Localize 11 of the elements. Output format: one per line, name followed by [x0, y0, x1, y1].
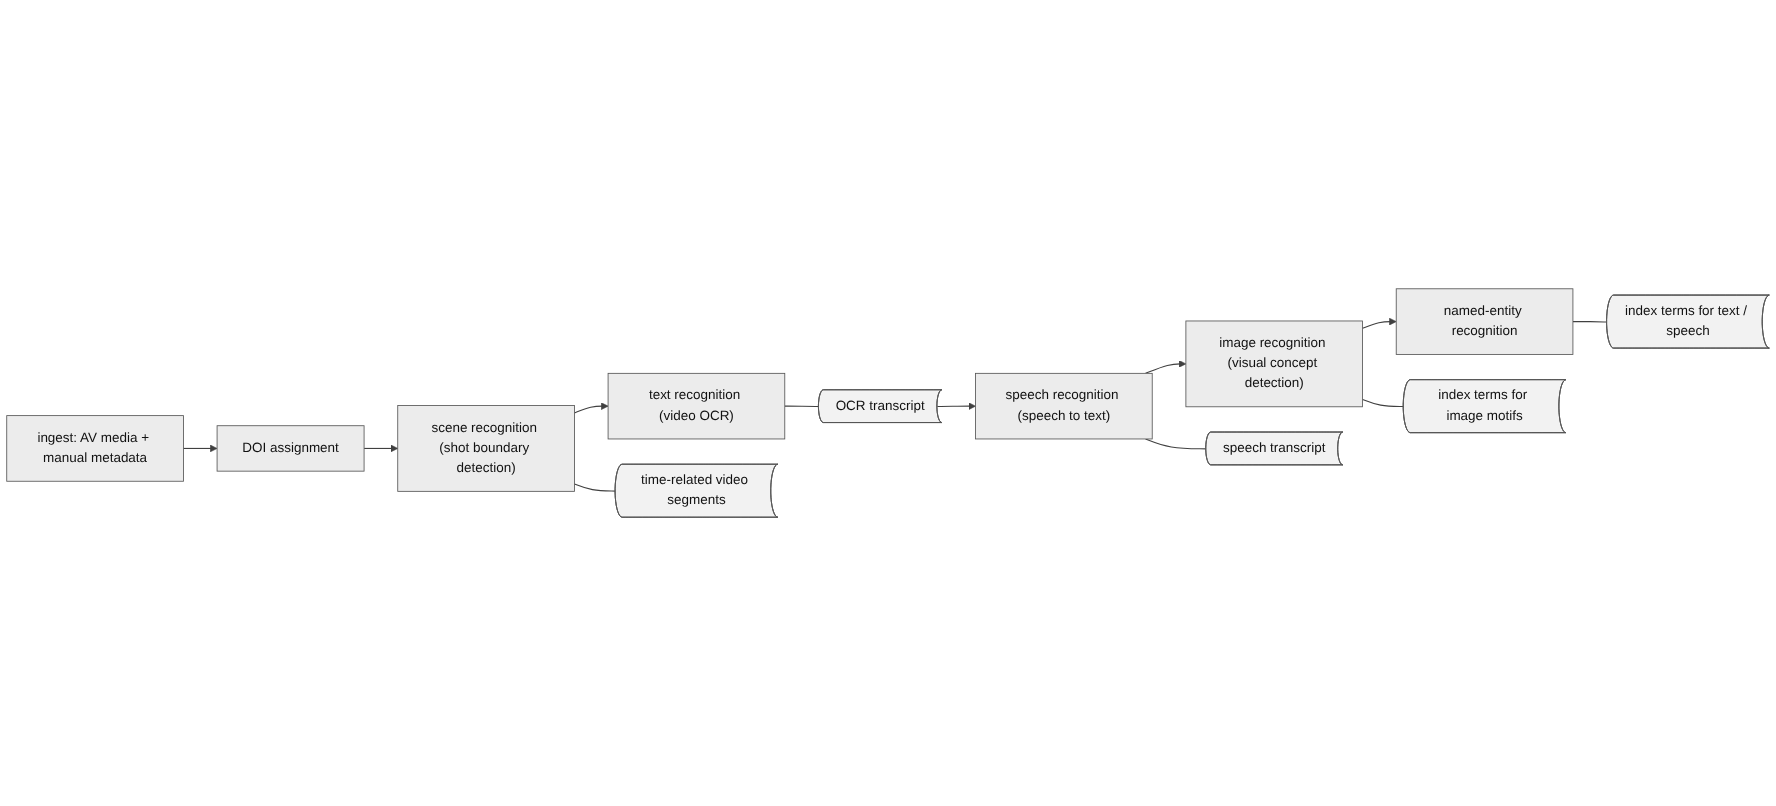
connector	[784, 405, 820, 408]
arrow	[182, 444, 218, 453]
connector	[1572, 321, 1608, 323]
arrow	[363, 444, 399, 453]
arrow	[573, 402, 609, 414]
arrow	[1144, 360, 1187, 374]
connector	[1362, 398, 1405, 408]
arrow	[936, 402, 976, 410]
connector	[573, 483, 617, 492]
connector	[1144, 438, 1207, 450]
arrow	[1362, 317, 1397, 329]
